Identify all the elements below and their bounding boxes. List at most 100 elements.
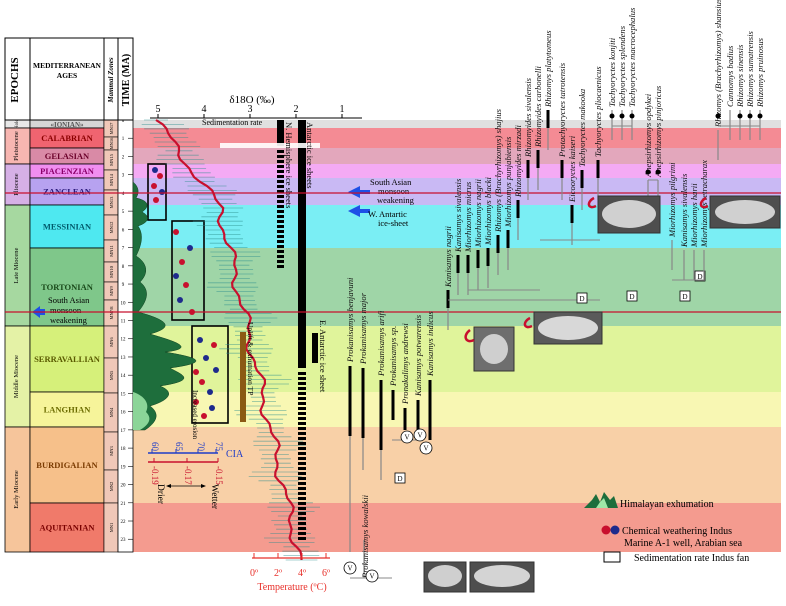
node-v-label: V	[423, 445, 428, 453]
legend-chemical-1: Chemical weathering Indus	[622, 526, 732, 537]
weathering-dot	[209, 405, 215, 411]
n-hemisphere-dash	[277, 170, 284, 173]
node-d	[679, 290, 691, 302]
n-hemisphere-dash	[277, 165, 284, 168]
n-hemisphere-dash	[277, 250, 284, 253]
n-hemisphere-dash	[277, 205, 284, 208]
age-band	[133, 120, 781, 128]
node-dot	[715, 113, 721, 119]
d18o-tick-label: 4	[202, 104, 207, 115]
node-dot	[737, 113, 743, 119]
node-dot	[609, 113, 615, 119]
species-label: Rhizomys sinensis	[735, 44, 745, 108]
time-tick-label: 3	[122, 174, 125, 179]
node-d-label: D	[682, 293, 687, 301]
e-antarctic-label: E. Antarctic ice sheet	[318, 320, 328, 393]
antarctic-dash	[298, 497, 306, 500]
antarctic-dash	[298, 452, 306, 455]
weathering-dot	[177, 297, 183, 303]
antarctic-dash	[298, 517, 306, 520]
red-pointer	[587, 196, 597, 209]
species-label: Prokanisamys sp.	[388, 326, 398, 387]
antarctic-dash	[298, 537, 306, 540]
mammal-zone-label: MN16	[109, 137, 114, 150]
himalayan-exhumation-area	[132, 181, 197, 431]
species-label: Prokanisamys kowalskii	[360, 494, 370, 579]
species-label: Rhizomyides mirzadi	[513, 125, 523, 198]
sedimentation-box	[191, 325, 229, 424]
node-d	[394, 472, 406, 484]
temperature-label: Temperature (ºC)	[257, 582, 326, 593]
south-asian-arrow-upper	[348, 186, 370, 198]
n-hemisphere-dash	[277, 245, 284, 248]
time-tick-label: 8	[122, 265, 125, 270]
legend-chemical-2: Marine A-1 well, Arabian sea	[624, 538, 743, 549]
node-v	[400, 430, 414, 444]
antarctic-dash	[298, 427, 306, 430]
himalayan-exhumation-light	[133, 392, 150, 430]
n-hemisphere-dash	[277, 180, 284, 183]
time-tick-label: 1	[122, 137, 125, 142]
age-label: LANGHIAN	[44, 405, 92, 415]
species-label: Miorhizomys harii	[689, 183, 699, 248]
antarctic-dash	[298, 457, 306, 460]
mammal-zone-label: MN7/8	[109, 306, 114, 320]
age-label: PIACENZIAN	[40, 166, 95, 176]
epoch-label: Middle Miocene	[13, 355, 20, 398]
antarctic-dash	[298, 482, 306, 485]
antarctic-dash	[298, 507, 306, 510]
epoch-label: Pliocene	[13, 173, 20, 195]
species-label: Rhizomyides sivalensis	[523, 77, 533, 158]
antarctic-dash	[298, 532, 306, 535]
age-band	[133, 326, 781, 392]
species-label: Anepsirhizomys opdykei	[643, 93, 653, 178]
epoch-label: Early Miocene	[13, 470, 20, 509]
d18o-tick-label: 3	[248, 104, 253, 115]
n-hemisphere-ice-bar	[277, 120, 284, 146]
cia-tick-label: 65	[174, 442, 184, 452]
age-label: SERRAVALLIAN	[34, 354, 101, 364]
antarctic-dash	[298, 467, 306, 470]
n-hemisphere-dash	[277, 160, 284, 163]
red-pointer	[699, 196, 709, 209]
antarctic-dash	[298, 492, 306, 495]
time-tick-label: 11	[121, 320, 126, 325]
age-band	[133, 503, 781, 552]
erosion-label: Increased erosion	[191, 390, 199, 440]
age-label: AQUITANIAN	[39, 523, 95, 533]
time-tick-label: 22	[121, 520, 127, 525]
uplift-bar	[240, 332, 246, 422]
species-label: Kanisamys sivalensis	[679, 173, 689, 248]
age-cell	[29, 391, 105, 428]
time-tick-label: 16	[121, 411, 127, 416]
w-antarctic-arrow	[348, 205, 370, 217]
time-header: TIME (MA)	[121, 54, 132, 107]
d-tick-label: -0.17	[183, 466, 193, 485]
weathering-dot	[201, 413, 207, 419]
sedimentation-rate-label: Sedimentation rate	[202, 118, 263, 127]
weathering-dot	[159, 189, 165, 195]
epoch-label: Late Miocene	[13, 247, 20, 283]
species-label: Prokanisamys arifi	[376, 310, 386, 377]
age-band	[133, 427, 781, 503]
legend-himalayan: Himalayan exhumation	[620, 499, 714, 510]
tooth-images	[423, 195, 781, 593]
n-hemisphere-dash	[277, 235, 284, 238]
species-label: Tachyoryctes konjiti	[607, 37, 617, 107]
south-asian-upper-line2: monsoon	[378, 186, 410, 196]
legend-sedimentation: Sedimentation rate Indus fan	[634, 553, 749, 564]
arrow-head-left	[166, 484, 171, 488]
species-label: Kanisamys potwarensis	[413, 314, 423, 397]
n-hemisphere-dash	[277, 195, 284, 198]
age-label: «IONIAN»	[50, 121, 84, 129]
south-asian-lower-line3: weakening	[50, 315, 88, 325]
node-d-label: D	[397, 475, 402, 483]
time-tick-label: 14	[121, 374, 127, 379]
n-hemisphere-dash	[277, 175, 284, 178]
